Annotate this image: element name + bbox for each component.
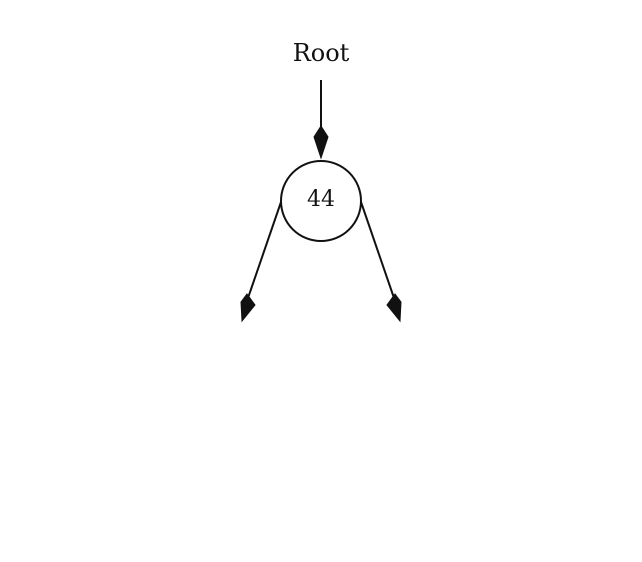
right-child-pointer	[360, 201, 395, 299]
root-pointer-label: Root	[293, 39, 350, 67]
root-pointer-arrowhead-icon	[313, 125, 329, 160]
tree-node-value: 44	[307, 187, 335, 212]
tree-node-44	[280, 160, 362, 242]
left-child-pointer	[247, 201, 282, 299]
right-child-arrowhead-icon	[386, 293, 402, 323]
left-child-arrowhead-icon	[240, 293, 256, 323]
